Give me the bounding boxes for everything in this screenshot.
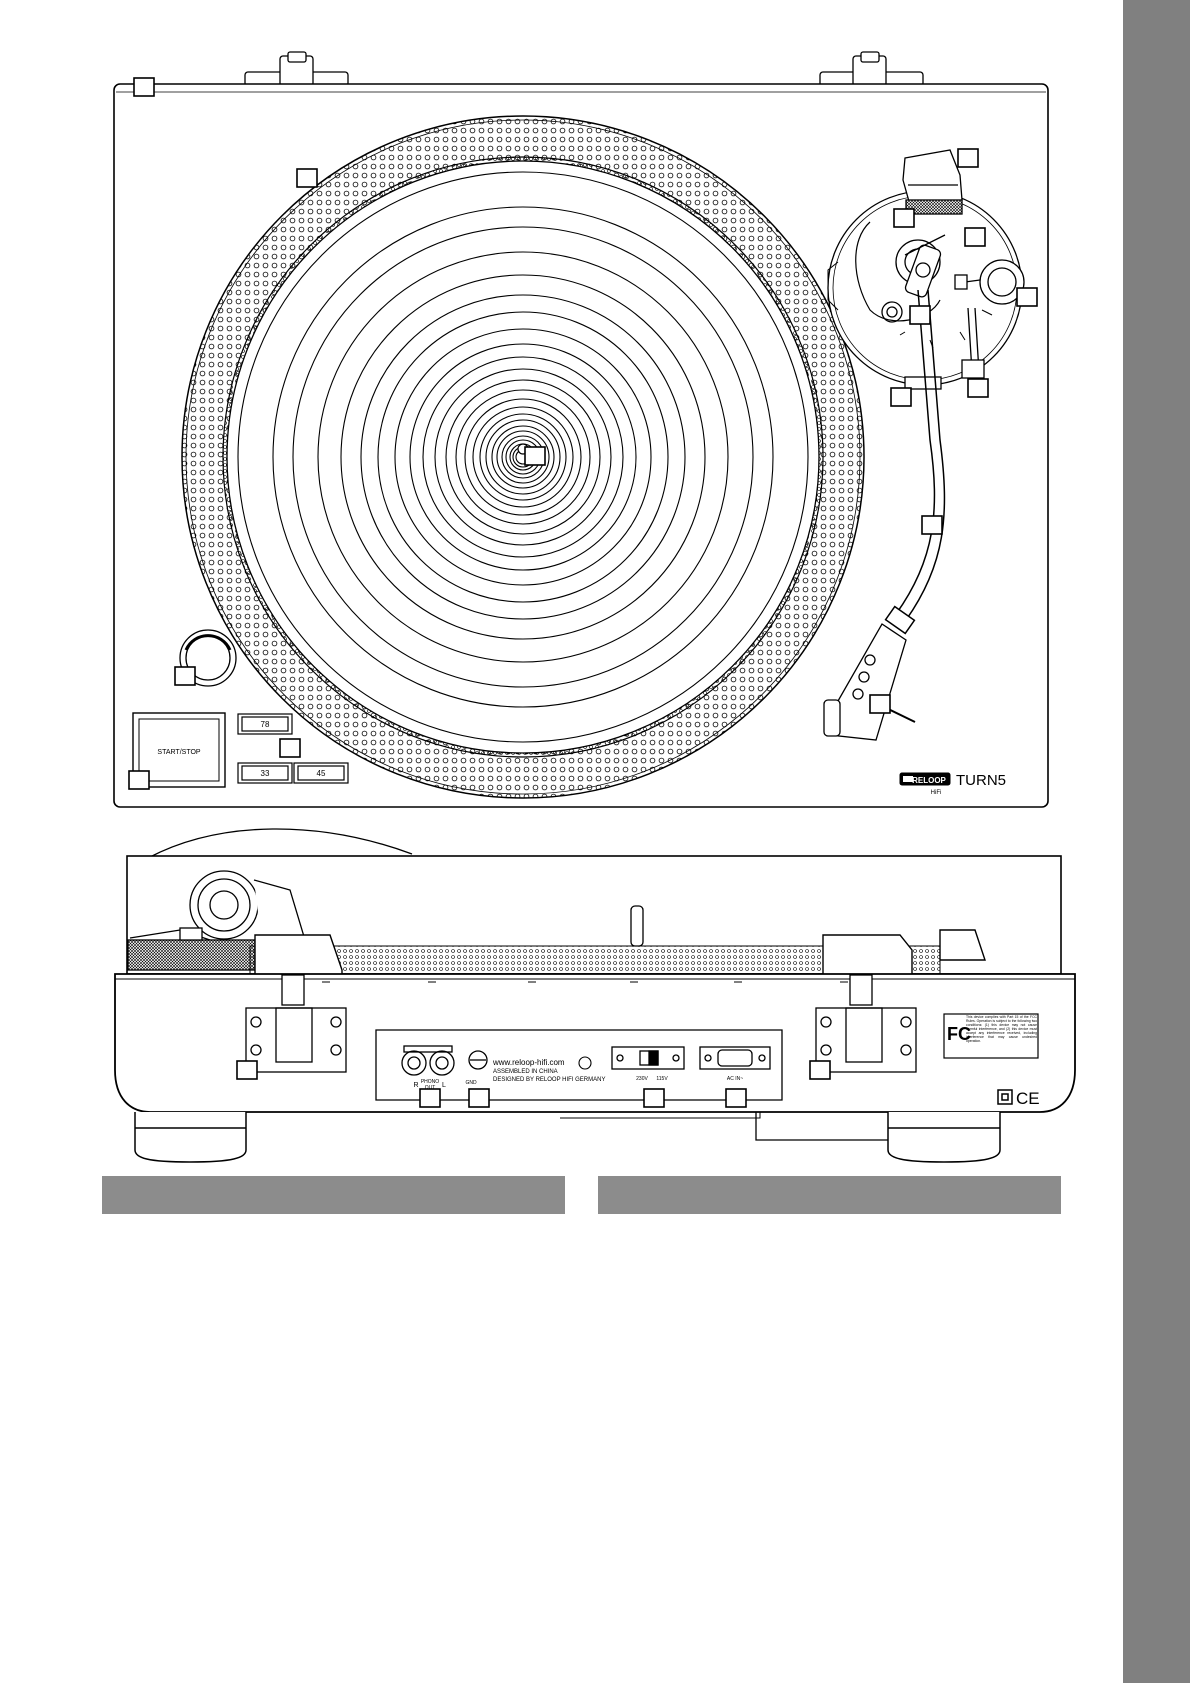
tonearm-rear — [127, 870, 306, 971]
callout-speed-buttons — [279, 738, 301, 758]
callout-arm-rest — [890, 387, 912, 407]
callout-spindle — [524, 446, 546, 466]
phono-label: PHONO — [421, 1079, 439, 1085]
voltage-switch — [611, 1046, 685, 1070]
double-insulation-mark — [997, 1089, 1013, 1105]
callout-headshell-rest — [957, 148, 979, 168]
anti-skate-dial — [954, 259, 1025, 305]
speed-33-label: 33 — [261, 769, 270, 778]
hinge-right — [819, 51, 924, 87]
arm-lift — [961, 307, 985, 379]
speed-buttons — [237, 713, 349, 784]
speed-45-label: 45 — [317, 769, 326, 778]
callout-phono-out — [419, 1088, 441, 1108]
callout-hinge-left — [236, 1060, 258, 1080]
callout-gnd — [468, 1088, 490, 1108]
side-tab — [1123, 0, 1190, 1683]
spindle-rear — [630, 905, 644, 947]
callout-ac-in — [725, 1088, 747, 1108]
brand-name: RELOOP — [912, 776, 946, 785]
voltage-115-label: 115V — [656, 1076, 668, 1082]
feet — [134, 1112, 1001, 1163]
callout-anti-skate — [1016, 287, 1038, 307]
phono-jacks — [401, 1045, 455, 1076]
callout-counterweight — [964, 227, 986, 247]
brand-sub: HiFi — [931, 790, 942, 796]
ac-in-label: AC IN~ — [727, 1076, 743, 1082]
callout-headshell — [869, 694, 891, 714]
gnd-label: GND — [465, 1080, 477, 1086]
counterweight — [904, 234, 946, 298]
start-stop-label: START/STOP — [157, 749, 201, 756]
callout-pivot — [909, 305, 931, 325]
brand-logo — [899, 772, 951, 786]
designed-label: DESIGNED BY RELOOP HIFI GERMANY — [493, 1077, 605, 1083]
hinge-mount-right — [815, 974, 917, 1073]
platter — [181, 115, 865, 799]
ac-inlet — [699, 1046, 771, 1070]
callout-dust-cover — [133, 77, 155, 97]
voltage-230-label: 230V — [636, 1076, 648, 1082]
callout-hinge-right — [809, 1060, 831, 1080]
screw — [578, 1056, 592, 1070]
hinges-rear — [254, 929, 986, 981]
ce-mark: CE — [1016, 1089, 1040, 1108]
slipmat-grooves — [237, 171, 809, 743]
rear-view: FC — [114, 828, 1076, 1163]
fcc-logo: FC — [947, 1024, 971, 1044]
labels: START/STOP 78 33 45 RELOOP HiFi TURN5 ww… — [157, 720, 1039, 1108]
fcc-label — [943, 1013, 1039, 1059]
callout-start-stop — [128, 770, 150, 790]
callout-arm-lift — [967, 378, 989, 398]
fcc-text: This device complies with Part 15 of the… — [966, 1015, 1037, 1043]
hinge-left — [244, 51, 349, 87]
power-cable — [755, 1112, 890, 1141]
section-header-bar-left — [102, 1176, 565, 1214]
phono-out-label: OUT — [425, 1085, 436, 1091]
callout-cartridge-brush — [893, 208, 915, 228]
website-label: www.reloop-hifi.com — [492, 1058, 565, 1067]
speed-78-label: 78 — [261, 720, 270, 729]
callout-platter — [296, 168, 318, 188]
model-name: TURN5 — [956, 772, 1006, 789]
callout-boxes — [128, 77, 1038, 1108]
start-stop-button — [132, 712, 226, 788]
phono-l-label: L — [442, 1082, 446, 1089]
gnd-terminal — [468, 1050, 488, 1070]
cartridge-rest — [902, 149, 963, 215]
callout-voltage-switch — [643, 1088, 665, 1108]
assembled-label: ASSEMBLED IN CHINA — [493, 1069, 558, 1075]
arm-rest — [904, 376, 942, 390]
hinge-mount-left — [245, 974, 347, 1073]
callout-pitch-knob — [174, 666, 196, 686]
top-view — [113, 51, 1049, 808]
section-header-bar-right — [598, 1176, 1061, 1214]
callout-tonearm — [921, 515, 943, 535]
phono-r-label: R — [413, 1082, 418, 1089]
